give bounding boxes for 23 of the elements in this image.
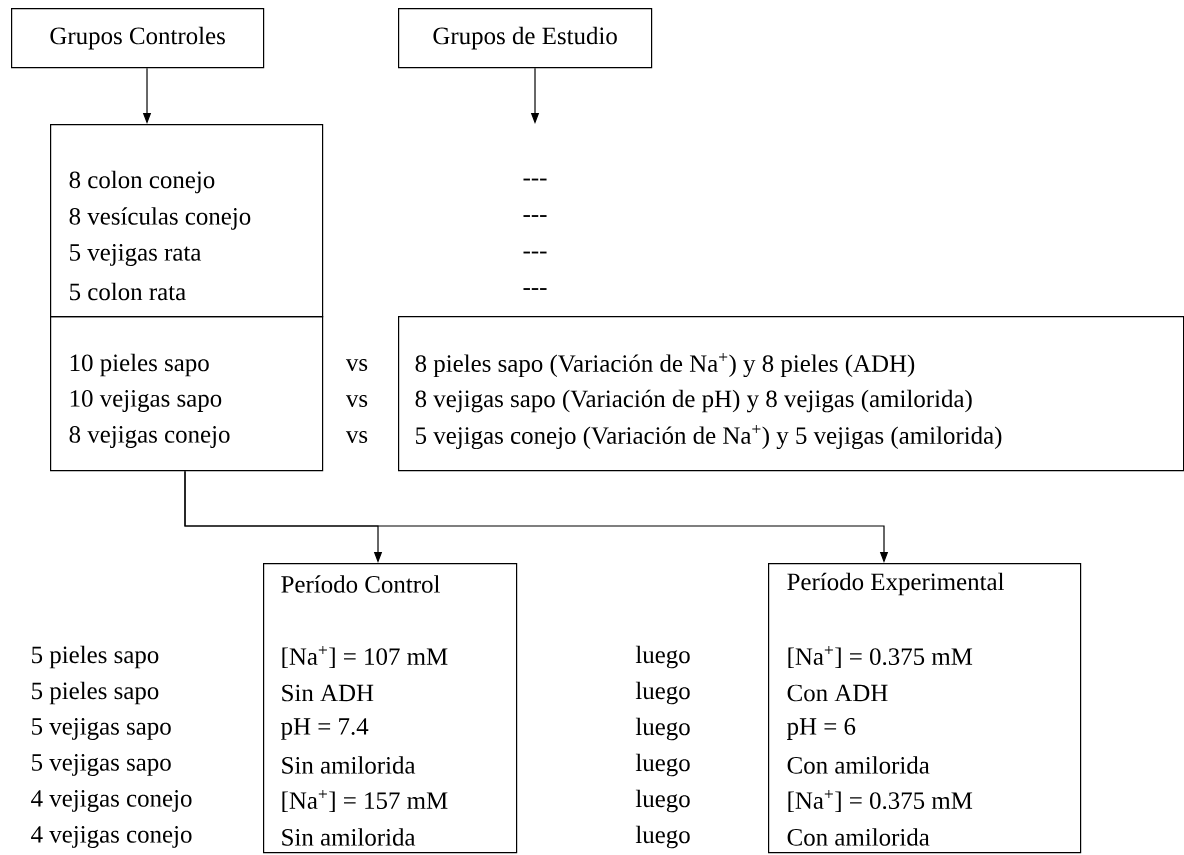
sample-label: 5 vejigas sapo: [32, 718, 171, 740]
group-box: Grupos Controles: [11, 8, 265, 69]
sequence-label: luego: [635, 645, 690, 669]
sample-label: 5 pieles sapo: [32, 645, 159, 669]
sequence-label: luego: [635, 717, 690, 741]
dash-list: --- --- --- ---: [523, 178, 547, 290]
comparison-label: vs: [345, 395, 368, 407]
sequence-label: luego: [635, 789, 690, 813]
sample-label: 4 vejigas conejo: [31, 790, 192, 812]
sample-label: 5 vejigas sapo: [32, 754, 171, 776]
sequence-label: luego: [635, 753, 690, 777]
period-box: Período Experimental [Na$^{+}$] = 0.375 mM Con ADH pH = 6 Con amilorida [Na$^{+}$] = 0.375 mM Con amilorida: [768, 563, 1082, 854]
sample-label: 5 pieles sapo: [32, 681, 159, 705]
sequence-label: luego: [635, 681, 690, 705]
sequence-label: luego: [635, 825, 690, 849]
sample-list-box: 10 pieles sapo 10 vejigas sapo 8 vejigas conejo: [50, 316, 324, 472]
period-box: Período Control [Na$^{+}$] = 107 mM Sin ADH pH = 7.4 Sin amilorida [Na$^{+}$] = 157 mM Sin amilorida: [263, 563, 518, 854]
comparison-label: vs: [345, 359, 368, 371]
sample-label: 4 vejigas conejo: [31, 826, 192, 848]
group-box: Grupos de Estudio: [398, 8, 653, 69]
comparison-label: vs: [345, 431, 368, 443]
study-group-box: 8 pieles sapo (Variación de Na$^{+}$) y 8 pieles (ADH) 8 vejigas sapo (Variación de pH) y 8 vejigas (amilorida) 5 vejigas conejo (Variación de Na$^{+}$) y 5 vejigas (amilorida): [398, 316, 1184, 472]
sample-list-box: 8 colon conejo 8 vesículas conejo 5 vejigas rata 5 colon rata: [50, 124, 324, 318]
